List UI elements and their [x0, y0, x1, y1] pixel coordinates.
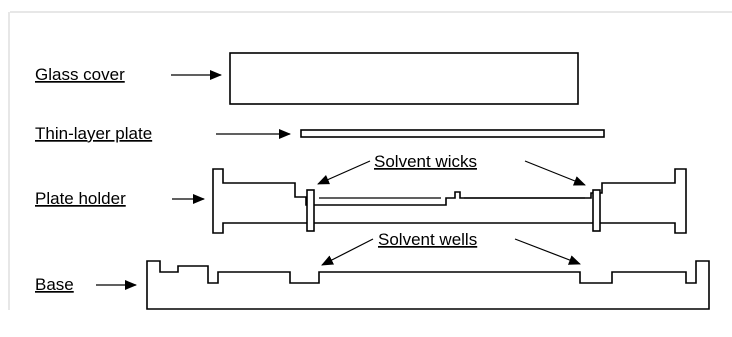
glass-cover — [229, 52, 579, 105]
solvent-wick-left — [306, 189, 315, 232]
label-solvent-wicks: Solvent wicks — [374, 152, 477, 171]
label-solvent-wells: Solvent wells — [378, 230, 477, 249]
label-glass-cover: Glass cover — [35, 65, 125, 84]
arrow-well-left — [321, 238, 374, 266]
arrow-well-right — [514, 238, 581, 265]
label-plate-holder: Plate holder — [35, 189, 126, 208]
arrow-wick-left — [317, 160, 371, 185]
label-base: Base — [35, 275, 74, 294]
base — [146, 260, 710, 310]
thin-layer-plate — [300, 129, 605, 138]
label-thin-layer-plate: Thin-layer plate — [35, 124, 152, 143]
arrow-wick-right — [524, 160, 586, 186]
solvent-wick-right — [592, 189, 601, 232]
plate-holder — [212, 168, 687, 234]
